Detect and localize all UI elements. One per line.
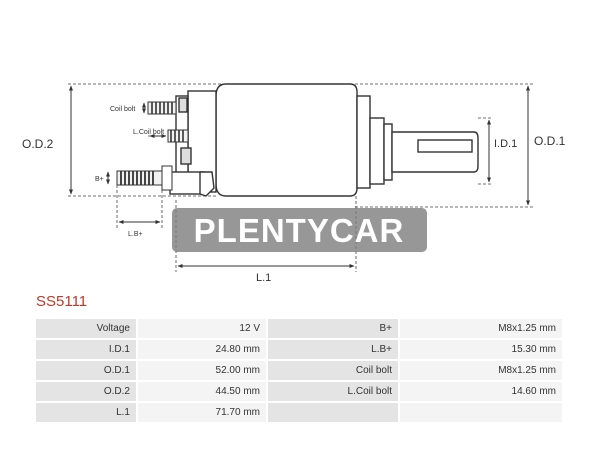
spec-value [400, 403, 562, 422]
spec-value: M8x1.25 mm [400, 319, 562, 338]
spec-label: L.Coil bolt [268, 382, 398, 401]
l1-label: L.1 [256, 272, 271, 284]
spec-label: B+ [268, 319, 398, 338]
table-row: O.D.2 44.50 mm L.Coil bolt 14.60 mm [36, 382, 562, 401]
spec-label [268, 403, 398, 422]
spec-label: L.1 [36, 403, 136, 422]
b-plus-label: B+ [95, 176, 104, 183]
spec-label: O.D.2 [36, 382, 136, 401]
plentycar-watermark: PLENTYCAR [172, 208, 427, 252]
lb-plus-label: L.B+ [128, 231, 143, 238]
spec-value: 52.00 mm [138, 361, 266, 380]
table-row: I.D.1 24.80 mm L.B+ 15.30 mm [36, 340, 562, 359]
coil-bolt [147, 101, 177, 115]
part-code: SS5111 [36, 293, 88, 310]
table-row: O.D.1 52.00 mm Coil bolt M8x1.25 mm [36, 361, 562, 380]
spec-label: Coil bolt [268, 361, 398, 380]
od2-label: O.D.2 [22, 137, 54, 151]
spec-value: M8x1.25 mm [400, 361, 562, 380]
l-coil-bolt [167, 129, 189, 143]
dimension-arrows [69, 85, 530, 268]
spec-table: Voltage 12 V B+ M8x1.25 mm I.D.1 24.80 m… [34, 317, 564, 424]
spec-label: O.D.1 [36, 361, 136, 380]
spec-label: Voltage [36, 319, 136, 338]
spec-value: 15.30 mm [400, 340, 562, 359]
spec-value: 12 V [138, 319, 266, 338]
solenoid-diagram: O.D.2 O.D.1 I.D.1 Coil bolt L.Coil bolt … [22, 83, 566, 284]
table-row: L.1 71.70 mm [36, 403, 562, 422]
coil-bolt-label: Coil bolt [110, 106, 135, 113]
table-row: Voltage 12 V B+ M8x1.25 mm [36, 319, 562, 338]
od1-label: O.D.1 [534, 134, 566, 148]
spec-value: 24.80 mm [138, 340, 266, 359]
lcoil-bolt-label: L.Coil bolt [133, 129, 164, 136]
solenoid-body [169, 83, 479, 197]
spec-label: L.B+ [268, 340, 398, 359]
b-plus-bolt [116, 165, 173, 191]
watermark-text: PLENTYCAR [194, 212, 405, 249]
id1-label: I.D.1 [494, 138, 517, 150]
spec-value: 14.60 mm [400, 382, 562, 401]
spec-value: 71.70 mm [138, 403, 266, 422]
spec-label: I.D.1 [36, 340, 136, 359]
spec-value: 44.50 mm [138, 382, 266, 401]
